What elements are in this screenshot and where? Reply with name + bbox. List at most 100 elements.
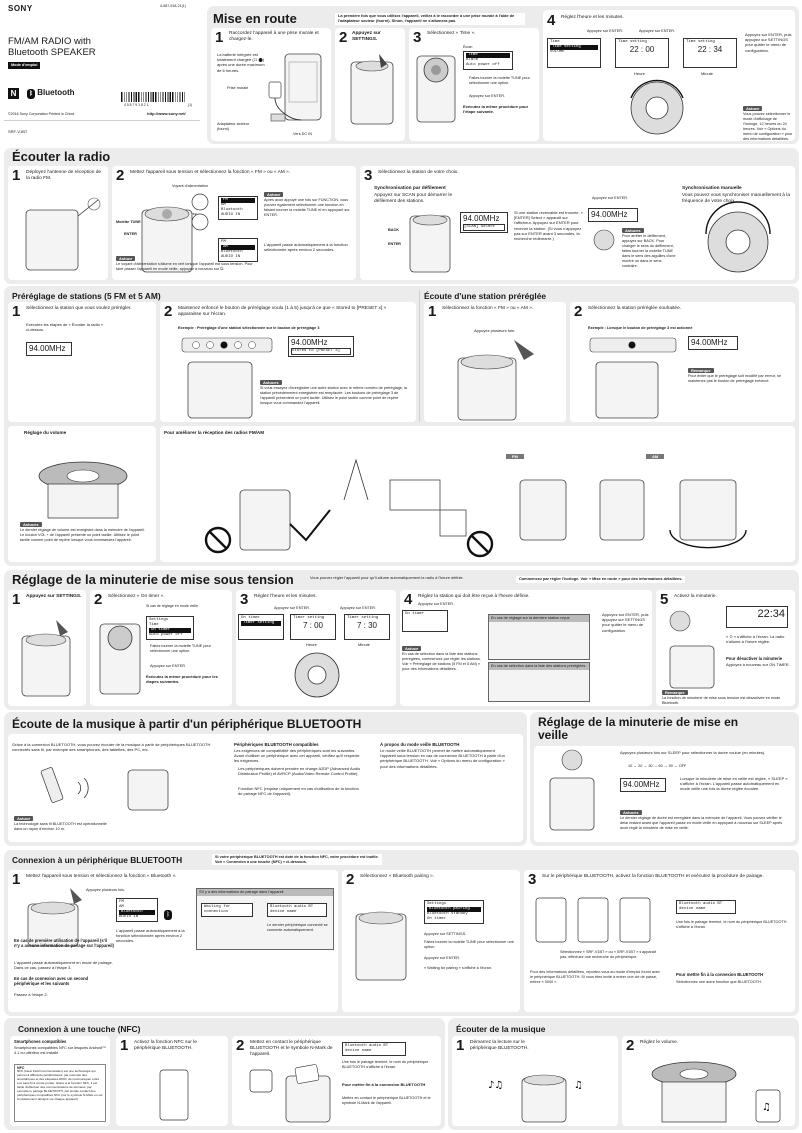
device-text: Bluetooth audio BT device name bbox=[345, 1044, 389, 1053]
radio-illustration bbox=[457, 340, 534, 421]
cover-panel: 4-587-918-21(1) SONY FM/AM RADIO with Bl… bbox=[0, 0, 203, 143]
step-number: 2 bbox=[94, 591, 103, 608]
connect-step3-select: Sélectionnez « SRF-V1BT » ou « SRF-V1BT … bbox=[560, 950, 656, 959]
svg-text:♫: ♫ bbox=[762, 1102, 771, 1113]
sleep-scale-60: 60 bbox=[658, 764, 663, 768]
scan-result: 94.00MHz bbox=[591, 210, 628, 219]
time-screen-title: Time setting bbox=[686, 40, 715, 44]
clock-value: 22:34 bbox=[757, 608, 785, 620]
step-number: 3 bbox=[413, 29, 422, 46]
menu-on-timer: On timer bbox=[427, 917, 447, 921]
on-timer-step2-sub: Si cas de réglage en mode veille bbox=[146, 604, 198, 608]
compat-text: Les exigences de compatibilité des périp… bbox=[234, 748, 360, 764]
music-step2-text: Réglez le volume. bbox=[640, 1040, 679, 1045]
step-number: 2 bbox=[626, 1037, 635, 1054]
compat-title: Périphériques BLUETOOTH compatibles bbox=[234, 742, 319, 747]
listen-step1-sub: Appuyez plusieurs fois. bbox=[474, 328, 516, 333]
on-timer-step1: 1 Appuyez sur SETTINGS. bbox=[8, 590, 86, 706]
volume-title: Réglage du volume bbox=[24, 430, 67, 435]
sleep-scale-20: 20 bbox=[638, 764, 643, 768]
nfc-step1: 1 Activez la fonction NFC sur le périphé… bbox=[116, 1036, 228, 1126]
svg-text:♫: ♫ bbox=[574, 1080, 583, 1091]
connect-first-text: L'appareil passe automatiquement en mode… bbox=[14, 960, 113, 971]
section-setup: Mise en route La première fois que vous … bbox=[207, 6, 799, 144]
preset-stored-lcd: 94.00MHz Stored to [PRESET 3] bbox=[288, 336, 354, 357]
connect-pairing-box: S'il y a des informations de pairage dan… bbox=[196, 888, 334, 950]
label-wall-outlet: Prise murale bbox=[227, 86, 249, 90]
screen-value: Timer setting bbox=[241, 621, 281, 626]
radio-step1-text: Déployez l'antenne de réception de la ra… bbox=[26, 170, 102, 182]
bluetooth-icon: ᛒ bbox=[27, 89, 35, 99]
step-number: 3 bbox=[528, 871, 537, 888]
step-number: 3 bbox=[364, 167, 373, 184]
veille-title: À propos du mode veille BLUETOOTH bbox=[380, 742, 460, 747]
on-timer-step3-text: Réglez l'heure et les minutes. bbox=[254, 594, 317, 599]
nfc-end-text: Mettez en contact le périphérique BLUETO… bbox=[342, 1096, 431, 1105]
sleep-desc: Lorsque la minuterie de mise en veille e… bbox=[680, 776, 788, 792]
scan-select: [SCAN] Select bbox=[463, 224, 505, 231]
setup-step2-text: Appuyez sur SETTINGS. bbox=[352, 31, 381, 43]
func-audio: AUDIO IN bbox=[119, 915, 139, 919]
on-timer-screen-3: Timer setting 7 : 30 bbox=[344, 614, 390, 640]
func-am: AM bbox=[221, 203, 226, 207]
caption-minute: Minute bbox=[701, 71, 714, 76]
music-play-illustration: ♪♫ ♫ bbox=[488, 1074, 583, 1123]
astuce-tag: Astuce bbox=[264, 192, 284, 198]
astuces-text: Si vous essayez d'enregistrer une autre … bbox=[260, 386, 407, 405]
bluetooth-body: Grâce à la connexion BLUETOOTH, vous pou… bbox=[8, 734, 523, 842]
preset-stored-text: Stored to [PRESET 3] bbox=[291, 348, 351, 355]
menu-time: Time bbox=[149, 623, 159, 627]
connect-second-title: En cas de connexion avec un second périp… bbox=[14, 976, 89, 987]
section-music: Écouter de la musique 1 Démarrez la lect… bbox=[448, 1018, 799, 1130]
reception-illustration bbox=[204, 458, 747, 558]
radio-illustration bbox=[268, 53, 322, 122]
step-number: 3 bbox=[240, 591, 249, 608]
radio-illustration bbox=[141, 193, 209, 273]
preset-buttons-illustration bbox=[589, 337, 677, 419]
listen-preset-title: Écoute d'une station préréglée bbox=[424, 291, 547, 301]
radio-top-illustration bbox=[350, 54, 394, 125]
preset-stored-freq: 94.00MHz bbox=[291, 338, 328, 347]
volume-illustration: ♫ bbox=[651, 1061, 781, 1123]
radio-illustration bbox=[27, 888, 82, 947]
astuce-text: Après avoir appuyé une fois sur FUNCTION… bbox=[264, 198, 350, 217]
on-timer-step4: 4 Réglez la station qui doit être reçue … bbox=[400, 590, 652, 706]
screen-title: Timer setting bbox=[293, 616, 325, 620]
device-text: Bluetooth audio BT device name bbox=[270, 905, 314, 914]
music-step2: 2 Réglez le volume. ♫ bbox=[622, 1036, 795, 1126]
func-bt: Bluetooth bbox=[119, 910, 155, 915]
menu-pairing: Bluetooth pairing bbox=[427, 907, 481, 912]
preset-title: Préréglage de stations (5 FM et 5 AM) bbox=[12, 291, 161, 301]
section-nfc: Connexion à une touche (NFC) Smartphones… bbox=[4, 1018, 445, 1130]
caption-minute: Minute bbox=[358, 642, 371, 647]
waiting-lcd: Waiting for connection bbox=[201, 903, 253, 917]
connect-step1-text: Mettez l'appareil sous tension et sélect… bbox=[26, 874, 177, 879]
label-dcin: Vers DC IN bbox=[293, 132, 312, 136]
preset-divider bbox=[419, 290, 420, 422]
setup-astuce: Astuce Vous pouvez sélectionner le mode … bbox=[743, 106, 793, 142]
setup-step1-text: Raccordez l'appareil à une prise murale … bbox=[229, 31, 319, 43]
sony-url[interactable]: http://www.sony.net/ bbox=[147, 111, 186, 116]
tune-dial-illustration bbox=[99, 623, 141, 695]
connect-step2-b: Faites tourner la molette TUNE pour séle… bbox=[424, 940, 514, 949]
svg-text:♪♫: ♪♫ bbox=[488, 1080, 503, 1091]
music-title: Écouter de la musique bbox=[456, 1024, 546, 1034]
step-number: 1 bbox=[12, 167, 21, 184]
mode-badge: Mode d'emploi bbox=[8, 62, 41, 69]
setup-step3-panel: 3 Sélectionnez « Time ». Time Alarm Auto… bbox=[409, 28, 539, 141]
preset-frequency: 94.00MHz bbox=[29, 344, 66, 353]
radio-step1-panel: 1 Déployez l'antenne de réception de la … bbox=[8, 166, 108, 280]
listen-step1-panel: 1 Sélectionnez la fonction « FM » ou « A… bbox=[424, 302, 566, 422]
listen-step2-text: Sélectionnez la station préréglée souhai… bbox=[588, 306, 682, 311]
radio-illustration bbox=[355, 911, 407, 981]
step-number: 2 bbox=[574, 303, 583, 320]
box2-title: En cas de sélection dans la liste des st… bbox=[489, 663, 589, 670]
astuce-text: Vous pouvez sélectionner le mode d'affic… bbox=[743, 112, 793, 141]
tune-dial-illustration bbox=[294, 652, 340, 698]
on-timer-box2: En cas de sélection dans la liste des st… bbox=[488, 662, 590, 702]
nfc-lcd: Bluetooth audio BT device name bbox=[342, 1042, 406, 1056]
label-adapter: Adaptateur secteur (fourni) bbox=[217, 122, 250, 131]
section-sleep: Réglage de la minuterie de mise en veill… bbox=[530, 712, 799, 846]
on-timer-step2-enter: Appuyez sur ENTER. bbox=[150, 664, 187, 668]
astuce-text: La technologie sans fil BLUETOOTH est op… bbox=[14, 822, 107, 832]
